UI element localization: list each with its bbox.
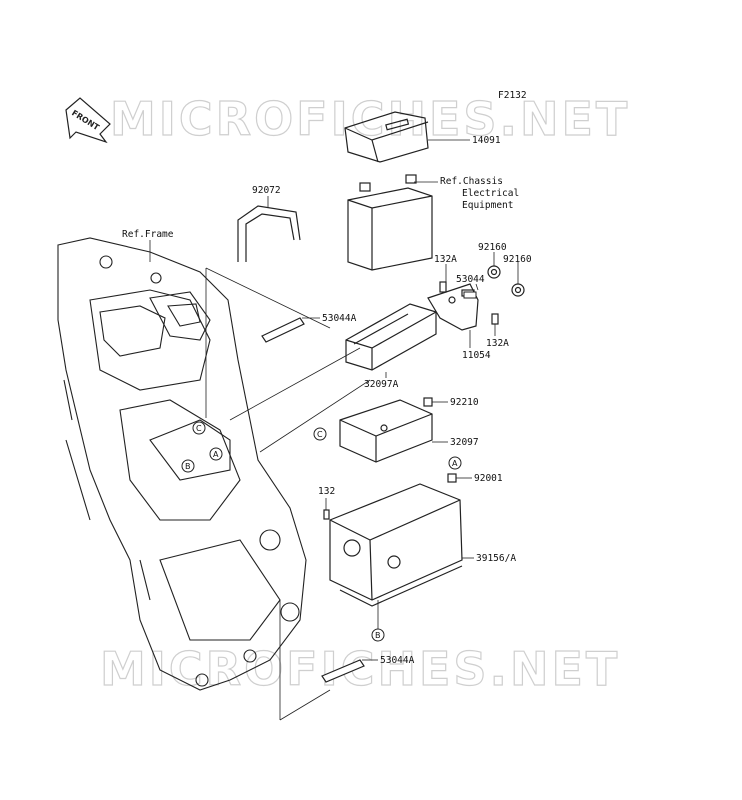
battery bbox=[347, 174, 433, 271]
part-32097a: 32097A bbox=[364, 379, 399, 390]
front-arrow-icon: FRONT bbox=[65, 97, 111, 144]
part-53044a-bottom: 53044A bbox=[380, 655, 415, 666]
callout-a-2: A bbox=[448, 456, 462, 470]
watermark-bottom: MICROFICHES.NET bbox=[100, 642, 620, 696]
part-53044: 53044 bbox=[456, 274, 485, 285]
part-92001: 92001 bbox=[474, 473, 503, 484]
ref-chassis-line2: Electrical bbox=[462, 188, 519, 199]
part-32097: 32097 bbox=[450, 437, 479, 448]
callout-a-1: A bbox=[209, 447, 223, 461]
battery-case-cover bbox=[329, 483, 463, 607]
callout-b-1: B bbox=[181, 459, 195, 473]
bolt-132a-top bbox=[439, 281, 447, 293]
frame bbox=[57, 237, 307, 691]
callout-c-2: C bbox=[313, 427, 327, 441]
part-132: 132 bbox=[318, 486, 335, 497]
plate-53044 bbox=[463, 291, 477, 299]
part-92210: 92210 bbox=[450, 397, 479, 408]
ref-chassis-line3: Equipment bbox=[462, 200, 513, 211]
callout-b-2: B bbox=[371, 628, 385, 642]
svg-text:B: B bbox=[375, 631, 381, 640]
part-53044a-top: 53044A bbox=[322, 313, 357, 324]
part-11054: 11054 bbox=[462, 350, 491, 361]
battery-strap bbox=[237, 205, 301, 262]
nut-92160-a bbox=[487, 265, 501, 279]
svg-text:C: C bbox=[317, 430, 323, 439]
svg-text:A: A bbox=[213, 450, 219, 459]
leader-lines bbox=[205, 267, 379, 721]
ref-frame: Ref.Frame bbox=[122, 229, 174, 240]
watermark-top: MICROFICHES.NET bbox=[110, 92, 630, 146]
figure-id: F2132 bbox=[498, 90, 527, 101]
nut-92160-b bbox=[511, 283, 525, 297]
clip-92210 bbox=[423, 397, 433, 407]
part-92160-a: 92160 bbox=[478, 242, 507, 253]
ref-chassis-line1: Ref.Chassis bbox=[440, 176, 503, 187]
part-92160-b: 92160 bbox=[503, 254, 532, 265]
bolt-92001 bbox=[447, 473, 457, 483]
bolt-132a-bottom bbox=[491, 313, 499, 325]
part-92072: 92072 bbox=[252, 185, 281, 196]
battery-tray-lower bbox=[339, 399, 433, 463]
part-14091: 14091 bbox=[472, 135, 501, 146]
rod-53044a-top bbox=[261, 317, 305, 343]
part-39156a: 39156/A bbox=[476, 553, 516, 564]
svg-text:B: B bbox=[185, 462, 191, 471]
bolt-132 bbox=[323, 509, 330, 520]
battery-tray-upper bbox=[345, 303, 437, 371]
part-132a-bottom: 132A bbox=[486, 338, 509, 349]
part-132a-top: 132A bbox=[434, 254, 457, 265]
rod-53044a-bottom bbox=[321, 659, 365, 683]
callout-c-1: C bbox=[192, 421, 206, 435]
svg-text:A: A bbox=[452, 459, 458, 468]
battery-cover bbox=[344, 111, 429, 163]
svg-text:C: C bbox=[196, 424, 202, 433]
